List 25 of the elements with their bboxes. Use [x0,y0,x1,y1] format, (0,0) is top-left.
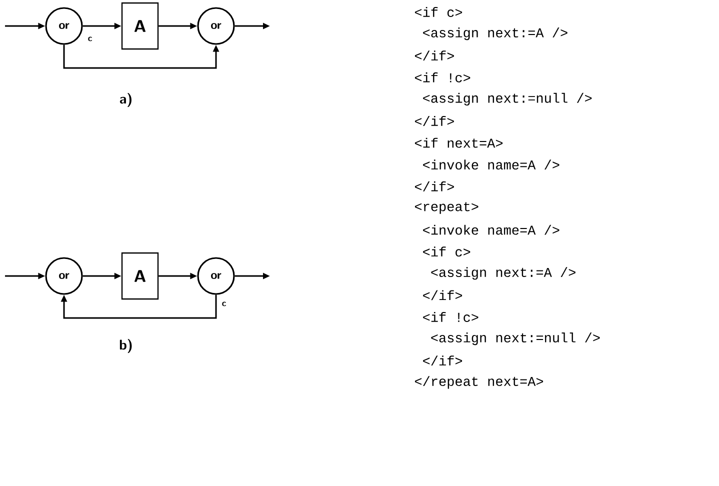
code-line: <if c> [414,7,462,17]
code-line: </if> [414,50,454,61]
edge-label: c [88,36,92,42]
code-line: </if> [423,356,462,366]
code-line: <if !c> [423,312,478,322]
panel-caption: a) [120,92,132,107]
code-line: <if next=A> [414,138,503,148]
code-line: <assign next:=A /> [431,267,576,280]
code-line: <if !c> [414,72,470,82]
code-line: <if c> [423,246,470,257]
arrow [60,294,217,319]
process-box: A [121,2,159,50]
code-line: <invoke name=A /> [423,224,560,235]
code-line: <assign next:=null /> [431,332,600,346]
code-line: <assign next:=null /> [423,92,592,106]
panel-caption: b) [120,338,132,353]
code-line: </if> [414,181,454,192]
process-box: A [121,252,159,300]
code-line: </if> [423,290,462,300]
code-line: <assign next:=A /> [423,28,568,40]
code-line: </if> [414,116,454,126]
code-line: <invoke name=A /> [423,160,560,170]
edge-label: c [222,302,226,306]
code-line: </repeat next=A> [414,376,544,389]
code-line: <repeat> [414,202,478,214]
